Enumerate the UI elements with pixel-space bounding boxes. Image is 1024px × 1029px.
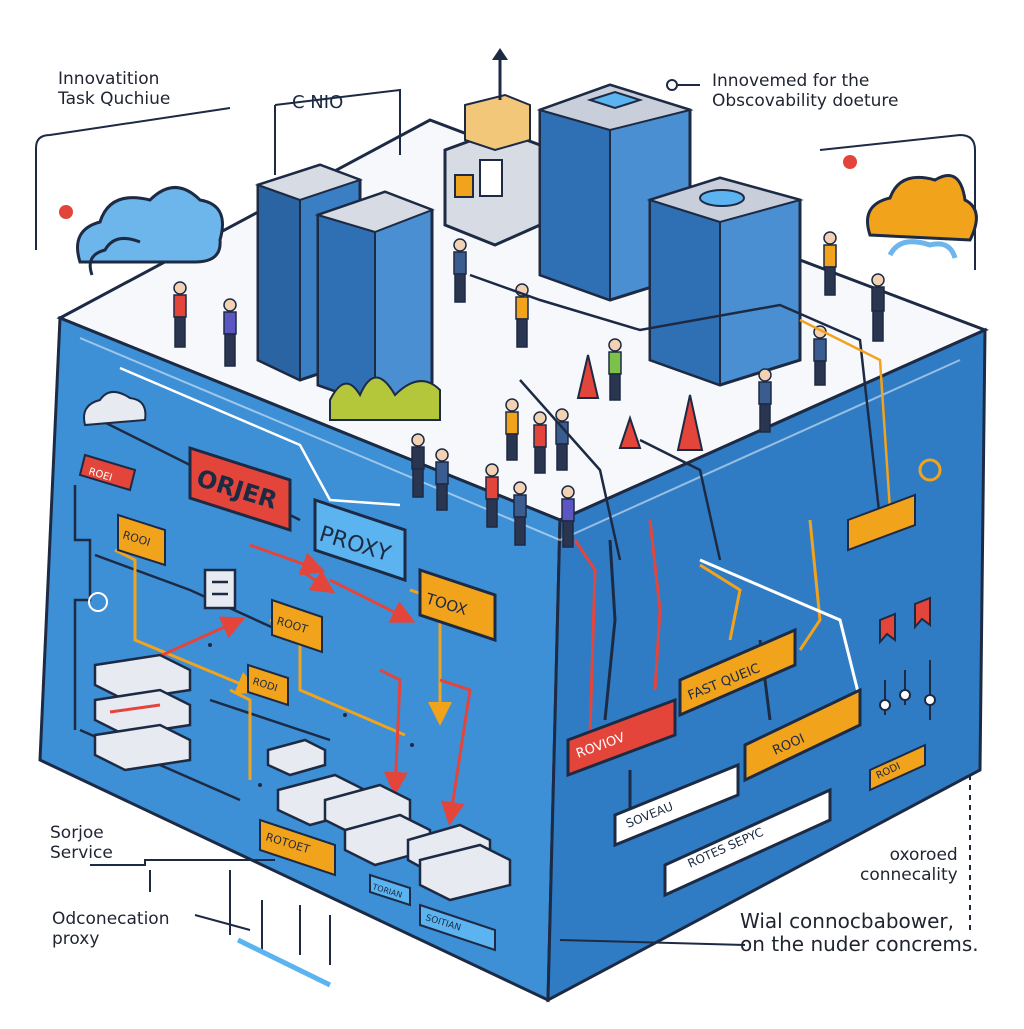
server-stack-left (93, 653, 192, 772)
callout-task-queue: Innovatition Task Quchiue (58, 69, 171, 109)
server-stack-center (266, 738, 512, 902)
callout-line: on the nuder concrems. (740, 932, 979, 956)
cloud-callout-right (819, 133, 978, 270)
callout-line: Innovemed for the (712, 71, 870, 91)
building-right-short (646, 176, 804, 387)
rodi-tag-small: RODI (247, 663, 289, 707)
small-tag-1: ROEI (78, 453, 137, 492)
callout-line: proxy (52, 928, 100, 949)
review-tag: ROVIOV (566, 697, 677, 778)
traffic-cones (576, 354, 704, 451)
status-dot-icon (843, 155, 857, 169)
sparkles (208, 643, 414, 787)
router-tag: ROTOET (259, 818, 336, 877)
root-tag: ROOT (271, 598, 323, 654)
loop-icon (88, 592, 108, 612)
nio-label: C NIO (292, 92, 343, 113)
switch-box (203, 568, 237, 610)
soveau-tag: SOVEAU (613, 762, 740, 848)
callout-line: Innovatition (58, 69, 160, 89)
callout-proxy: Odconecation proxy (52, 909, 170, 949)
callout-observability: Innovemed for the Obscovability doeture (712, 71, 899, 111)
rodi-tag-left: ROOI (117, 513, 166, 567)
callout-connecality: oxoroed connecality (860, 845, 958, 885)
leader-lines (90, 79, 971, 988)
cloud-callout-left (35, 107, 231, 276)
small-queue-tag (847, 493, 916, 552)
rodi-right-tag: ROOI (743, 687, 862, 783)
front-tag: TORIAN (369, 873, 411, 907)
status-dot-icon (59, 205, 73, 219)
callout-line: Sorjoe (50, 823, 104, 843)
rodi-edge-tag: RODI (869, 743, 926, 792)
callout-line: Odconecation (52, 909, 170, 929)
callout-line: Service (50, 842, 113, 863)
control-tower (443, 48, 542, 247)
callout-concerns: Wial connocbabower, on the nuder concrem… (740, 910, 979, 956)
people (173, 231, 885, 548)
gear-icon (918, 458, 942, 482)
callout-line: oxoroed (889, 845, 958, 865)
callout-line: Wial connocbabower, (740, 909, 955, 933)
cloud-icon (866, 174, 978, 242)
cloud-icon (76, 186, 224, 264)
callout-service: Sorjoe Service (50, 823, 113, 863)
building-left (254, 163, 441, 421)
small-tag-2: SOITIAN (419, 903, 496, 952)
cloud-icon (83, 391, 147, 427)
nio-frame: C NIO (274, 88, 401, 175)
red-bookmarks-icon (879, 596, 931, 645)
top-flow-lines (119, 273, 892, 561)
callout-line: connecality (860, 864, 958, 885)
toox-tag: TOOX (418, 567, 497, 643)
callout-line: Obscovability doeture (712, 90, 899, 111)
callout-line: Task Quchiue (58, 88, 171, 109)
side-gauges (879, 660, 936, 720)
